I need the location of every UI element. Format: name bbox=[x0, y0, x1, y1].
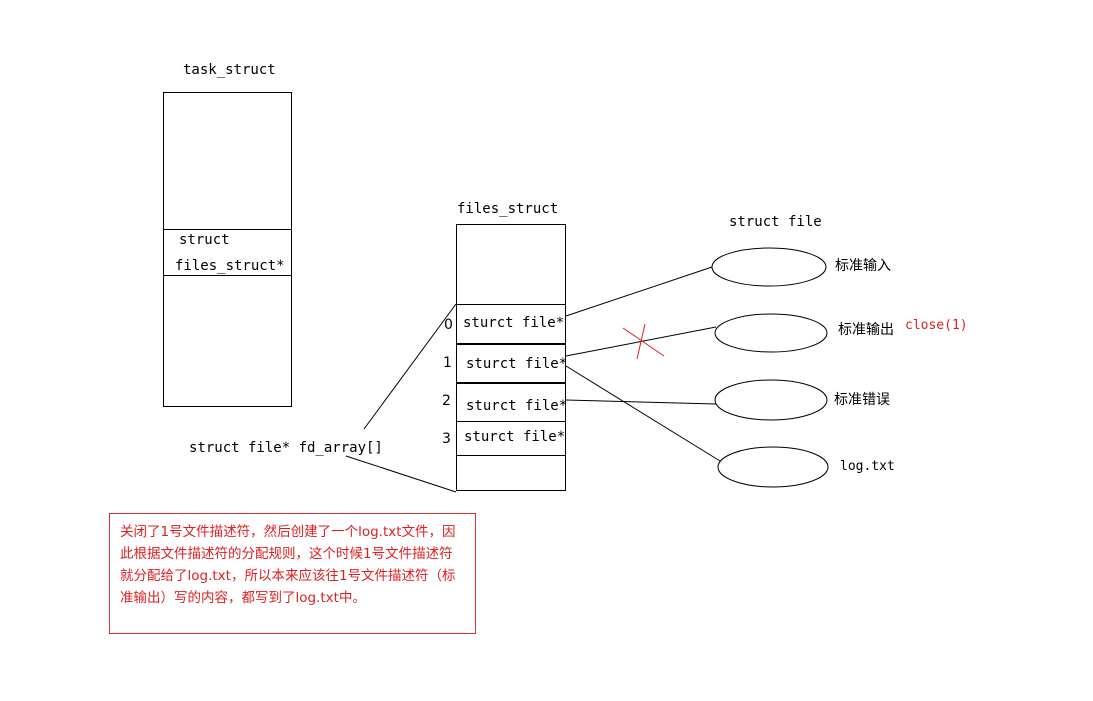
task-struct-field-line2: files_struct* bbox=[175, 258, 285, 274]
fd-index-3: 3 bbox=[442, 431, 451, 447]
closed-cross-a bbox=[622, 327, 665, 357]
task-struct-box: struct files_struct* bbox=[163, 92, 292, 407]
fd-array-pointer-line-bottom bbox=[345, 455, 457, 493]
file-ellipse-log bbox=[717, 446, 829, 488]
file-ellipse-stderr bbox=[714, 379, 828, 421]
pointer-line-2 bbox=[565, 399, 717, 405]
task-struct-field-line1: struct bbox=[179, 232, 230, 248]
fd-slot-2: sturct file* bbox=[457, 382, 568, 422]
explanation-note: 关闭了1号文件描述符，然后创建了一个log.txt文件，因此根据文件描述符的分配… bbox=[109, 513, 476, 634]
close-annotation: close(1) bbox=[905, 318, 968, 333]
fd-slot-3: sturct file* bbox=[457, 421, 565, 456]
task-struct-title: task_struct bbox=[183, 62, 276, 78]
fd-array-label: struct file* fd_array[] bbox=[189, 440, 383, 456]
pointer-line-1-to-log bbox=[565, 365, 721, 462]
fd-slot-0: sturct file* bbox=[457, 304, 565, 344]
struct-file-title: struct file bbox=[729, 214, 822, 230]
fd-slot-label: sturct file* bbox=[466, 398, 568, 414]
file-label-stderr: 标准错误 bbox=[834, 392, 890, 408]
fd-index-0: 0 bbox=[444, 317, 453, 333]
files-struct-box: sturct file* sturct file* sturct file* s… bbox=[456, 224, 568, 491]
fd-slot-label: sturct file* bbox=[464, 429, 566, 445]
fd-slot-label: sturct file* bbox=[466, 356, 568, 372]
closed-cross-b bbox=[636, 323, 646, 360]
file-label-stdout: 标准输出 bbox=[838, 322, 894, 338]
files-struct-title: files_struct bbox=[457, 201, 559, 217]
fd-slot-label: sturct file* bbox=[463, 315, 565, 331]
fd-index-2: 2 bbox=[442, 393, 451, 409]
fd-slot-empty bbox=[457, 455, 565, 491]
fd-index-1: 1 bbox=[443, 355, 452, 371]
file-ellipse-stdin bbox=[711, 247, 827, 287]
file-label-log: log.txt bbox=[840, 459, 895, 474]
file-ellipse-stdout bbox=[714, 313, 828, 353]
pointer-line-0 bbox=[565, 266, 713, 317]
task-struct-files-field: struct files_struct* bbox=[164, 229, 291, 276]
fd-array-pointer-line-top bbox=[363, 303, 457, 430]
fd-slot-1: sturct file* bbox=[457, 343, 568, 383]
file-label-stdin: 标准输入 bbox=[835, 258, 891, 274]
